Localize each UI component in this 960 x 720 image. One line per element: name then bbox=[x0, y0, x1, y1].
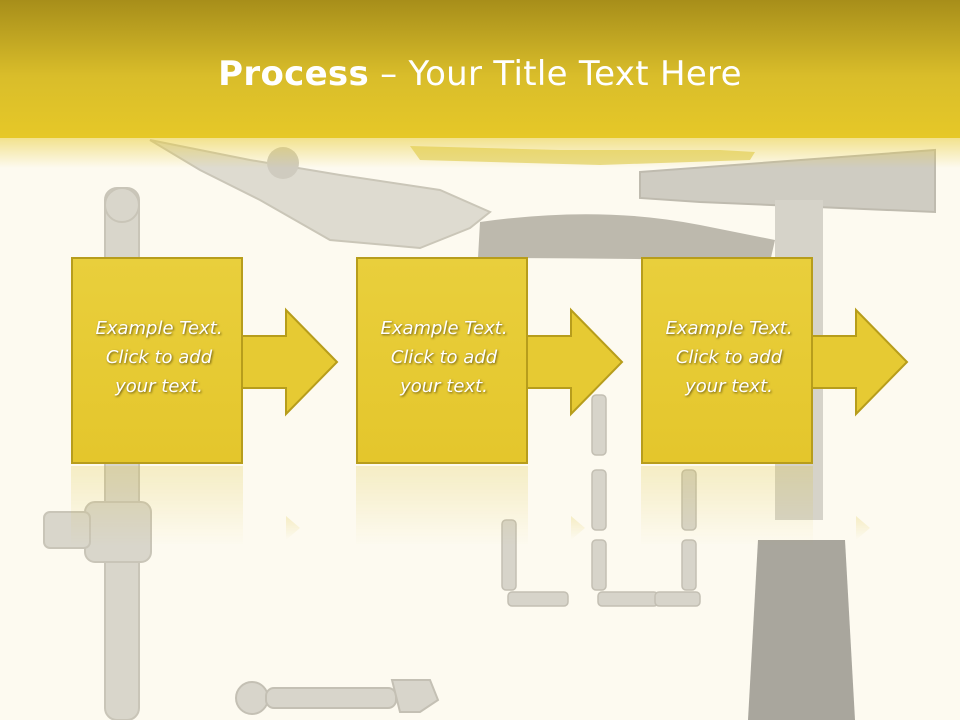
title-rest: – Your Title Text Here bbox=[369, 54, 742, 94]
step-text[interactable]: Example Text. Click to add your text. bbox=[380, 318, 508, 397]
wrench-icon bbox=[235, 679, 440, 715]
step-box[interactable]: Example Text. Click to add your text. bbox=[641, 257, 813, 464]
step-box[interactable]: Example Text. Click to add your text. bbox=[356, 257, 528, 464]
arrow-right-icon bbox=[241, 307, 339, 417]
slide-title[interactable]: Process – Your Title Text Here bbox=[0, 54, 960, 94]
title-bold: Process bbox=[218, 54, 370, 94]
title-bar bbox=[0, 0, 960, 138]
arrow-right-icon bbox=[811, 307, 909, 417]
step-box[interactable]: Example Text. Click to add your text. bbox=[71, 257, 243, 464]
step-text[interactable]: Example Text. Click to add your text. bbox=[95, 318, 223, 397]
title-bar-fade bbox=[0, 138, 960, 168]
step-reflection bbox=[71, 466, 870, 546]
step-text[interactable]: Example Text. Click to add your text. bbox=[665, 318, 793, 397]
arrow-right-icon bbox=[526, 307, 624, 417]
